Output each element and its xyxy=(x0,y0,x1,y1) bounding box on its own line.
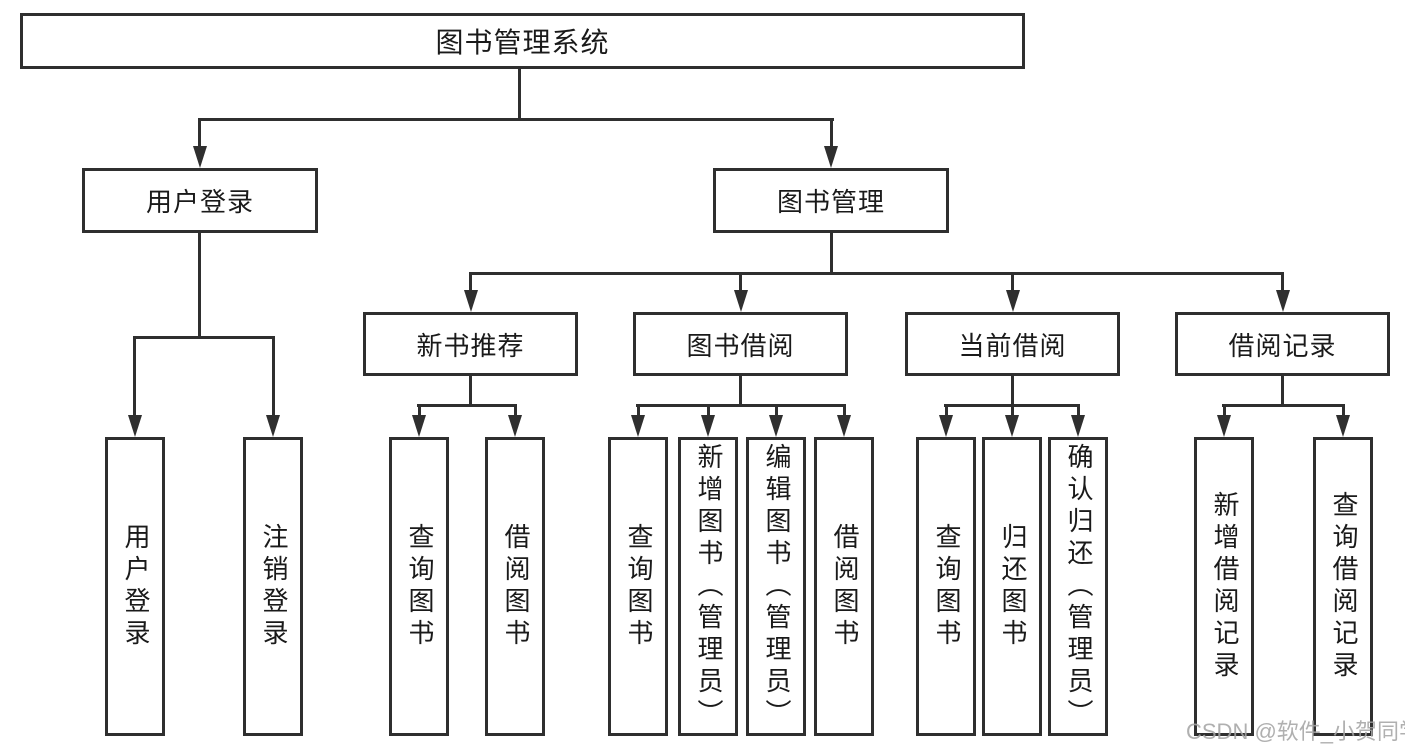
node-leaf-borrow-books-2: 借阅图书 xyxy=(814,437,874,736)
node-leaf-confirm-return-admin: 确认归还（管理员） xyxy=(1048,437,1108,736)
node-leaf-add-borrow-record-label: 新增借阅记录 xyxy=(1209,490,1240,683)
node-root-label: 图书管理系统 xyxy=(435,27,610,58)
connector-line xyxy=(1011,376,1014,406)
node-current-borrowing-label: 当前借阅 xyxy=(958,330,1067,361)
connector-line xyxy=(830,233,833,274)
connector-arrow-down xyxy=(824,146,838,168)
node-leaf-return-books-label: 归还图书 xyxy=(997,522,1028,651)
node-leaf-user-login: 用户登录 xyxy=(105,437,165,736)
node-leaf-add-borrow-record: 新增借阅记录 xyxy=(1194,437,1254,736)
connector-arrow-down xyxy=(412,415,426,437)
connector-line xyxy=(272,336,275,418)
node-borrow-records-label: 借阅记录 xyxy=(1228,330,1337,361)
connector-line xyxy=(707,404,710,418)
connector-arrow-down xyxy=(1336,415,1350,437)
node-new-book-recommend-label: 新书推荐 xyxy=(416,330,525,361)
node-current-borrowing: 当前借阅 xyxy=(905,312,1120,376)
connector-line xyxy=(1222,404,1345,407)
node-leaf-query-books-3-label: 查询图书 xyxy=(931,522,962,651)
node-leaf-borrow-books-2-label: 借阅图书 xyxy=(829,522,860,651)
connector-line xyxy=(418,404,421,418)
connector-line xyxy=(1342,404,1345,418)
connector-line xyxy=(133,336,136,418)
node-leaf-add-book-admin-label: 新增图书（管理员） xyxy=(693,442,724,731)
node-leaf-query-books-2: 查询图书 xyxy=(608,437,668,736)
connector-line xyxy=(198,118,201,152)
connector-line xyxy=(469,272,472,294)
connector-line xyxy=(518,67,521,121)
connector-line xyxy=(739,272,742,294)
watermark: CSDN @软件_小贺同学 xyxy=(1186,719,1405,744)
connector-arrow-down xyxy=(193,146,207,168)
node-book-management: 图书管理 xyxy=(713,168,949,233)
connector-arrow-down xyxy=(1071,415,1085,437)
connector-arrow-down xyxy=(631,415,645,437)
connector-arrow-down xyxy=(1006,290,1020,312)
node-leaf-user-login-label: 用户登录 xyxy=(120,522,151,651)
connector-line xyxy=(1281,272,1284,294)
node-leaf-query-borrow-record: 查询借阅记录 xyxy=(1313,437,1373,736)
connector-arrow-down xyxy=(769,415,783,437)
node-leaf-logout-label: 注销登录 xyxy=(258,522,289,651)
node-leaf-return-books: 归还图书 xyxy=(982,437,1042,736)
connector-line xyxy=(636,404,846,407)
connector-arrow-down xyxy=(128,415,142,437)
connector-line xyxy=(637,404,640,418)
connector-line xyxy=(1223,404,1226,418)
connector-line xyxy=(198,118,834,121)
node-leaf-borrow-books-1: 借阅图书 xyxy=(485,437,545,736)
node-borrow-records: 借阅记录 xyxy=(1175,312,1390,376)
node-book-management-label: 图书管理 xyxy=(776,187,885,217)
node-leaf-edit-book-admin: 编辑图书（管理员） xyxy=(746,437,806,736)
connector-arrow-down xyxy=(701,415,715,437)
connector-line xyxy=(945,404,948,418)
connector-line xyxy=(198,233,201,338)
connector-line xyxy=(843,404,846,418)
node-leaf-confirm-return-admin-label: 确认归还（管理员） xyxy=(1063,442,1094,731)
connector-line xyxy=(1077,404,1080,418)
node-book-borrowing: 图书借阅 xyxy=(633,312,848,376)
node-leaf-query-books-1-label: 查询图书 xyxy=(404,522,435,651)
connector-line xyxy=(739,376,742,406)
connector-arrow-down xyxy=(464,290,478,312)
node-leaf-query-books-2-label: 查询图书 xyxy=(623,522,654,651)
node-new-book-recommend: 新书推荐 xyxy=(363,312,578,376)
connector-arrow-down xyxy=(266,415,280,437)
connector-line xyxy=(830,118,833,152)
connector-line xyxy=(514,404,517,418)
connector-arrow-down xyxy=(734,290,748,312)
connector-line xyxy=(1011,272,1014,294)
node-root: 图书管理系统 xyxy=(20,13,1025,69)
node-leaf-add-book-admin: 新增图书（管理员） xyxy=(678,437,738,736)
connector-arrow-down xyxy=(1276,290,1290,312)
node-leaf-edit-book-admin-label: 编辑图书（管理员） xyxy=(761,442,792,731)
node-leaf-query-borrow-record-label: 查询借阅记录 xyxy=(1328,490,1359,683)
node-user-login-label: 用户登录 xyxy=(145,187,254,217)
node-user-login: 用户登录 xyxy=(82,168,318,233)
node-book-borrowing-label: 图书借阅 xyxy=(686,330,795,361)
connector-line xyxy=(1281,376,1284,406)
connector-line xyxy=(417,404,517,407)
connector-arrow-down xyxy=(837,415,851,437)
connector-line xyxy=(469,376,472,406)
connector-arrow-down xyxy=(1217,415,1231,437)
connector-arrow-down xyxy=(1005,415,1019,437)
node-leaf-query-books-3: 查询图书 xyxy=(916,437,976,736)
connector-line xyxy=(133,336,275,339)
connector-arrow-down xyxy=(939,415,953,437)
connector-line xyxy=(1011,404,1014,418)
node-leaf-query-books-1: 查询图书 xyxy=(389,437,449,736)
node-leaf-logout: 注销登录 xyxy=(243,437,303,736)
connector-line xyxy=(775,404,778,418)
connector-line xyxy=(469,272,1284,275)
connector-arrow-down xyxy=(508,415,522,437)
node-leaf-borrow-books-1-label: 借阅图书 xyxy=(500,522,531,651)
